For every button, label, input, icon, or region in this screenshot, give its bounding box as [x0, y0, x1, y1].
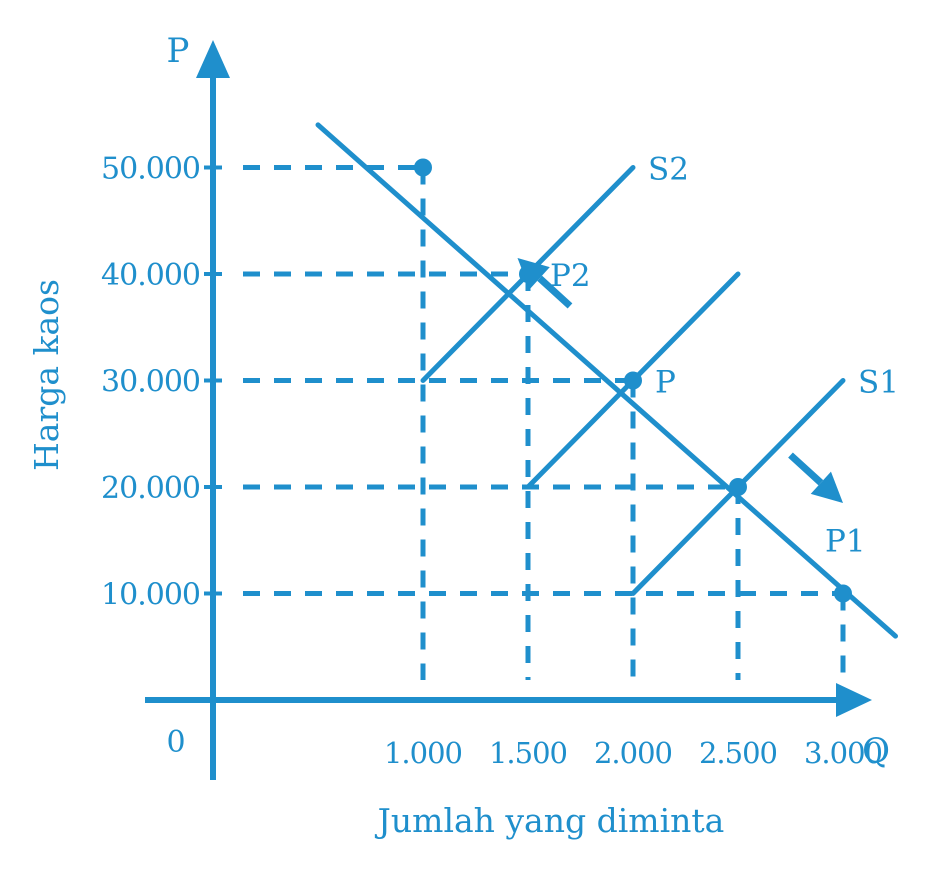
- s2-curve-label: S2: [648, 152, 689, 188]
- y-axis-arrowhead: [196, 40, 230, 78]
- s1-curve-label: S1: [858, 365, 899, 401]
- x-axis-arrowhead: [836, 683, 872, 717]
- point-label-p2: P2: [550, 258, 591, 294]
- shift-arrow-down-right-head: [810, 471, 843, 503]
- x-tick-label: 1.500: [489, 736, 567, 770]
- y-tick-label: 40.000: [101, 258, 200, 293]
- shift-arrows-group: [517, 258, 843, 503]
- shift-arrow-up-left-head: [517, 258, 550, 290]
- y-tick-group: 10.000 20.000 30.000 40.000 50.000: [101, 152, 222, 613]
- equilibrium-point: [624, 371, 642, 390]
- y-tick-label: 50.000: [101, 152, 200, 187]
- y-tick-label: 10.000: [101, 578, 200, 613]
- x-tick-group: 1.000 1.500 2.000 2.500 3.000: [384, 736, 883, 770]
- x-axis-title: Jumlah yang diminta: [375, 801, 725, 840]
- guide-lines-group: [243, 165, 846, 680]
- shift-arrow-up-left-shaft: [537, 275, 573, 309]
- x-axis-symbol: Q: [862, 731, 890, 771]
- shift-arrow-down-right-shaft: [788, 452, 824, 486]
- origin-label: 0: [166, 725, 185, 760]
- x-tick-label: 2.500: [699, 736, 777, 770]
- points-group: P2P P1: [414, 158, 866, 603]
- demand-curve: [315, 122, 898, 639]
- y-tick-label: 30.000: [101, 365, 200, 400]
- x-tick-label: 3.000: [804, 736, 882, 770]
- equilibrium-point: [834, 584, 852, 603]
- y-axis-symbol: P: [167, 31, 190, 71]
- equilibrium-point: [729, 478, 747, 496]
- y-tick-label: 20.000: [101, 471, 200, 506]
- equilibrium-point: [414, 158, 432, 177]
- point-label-p1: P1: [825, 524, 866, 560]
- point-label-p: P: [655, 365, 676, 401]
- y-axis-title: Harga kaos: [27, 279, 66, 471]
- x-tick-label: 1.000: [384, 736, 462, 770]
- x-tick-label: 2.000: [594, 736, 672, 770]
